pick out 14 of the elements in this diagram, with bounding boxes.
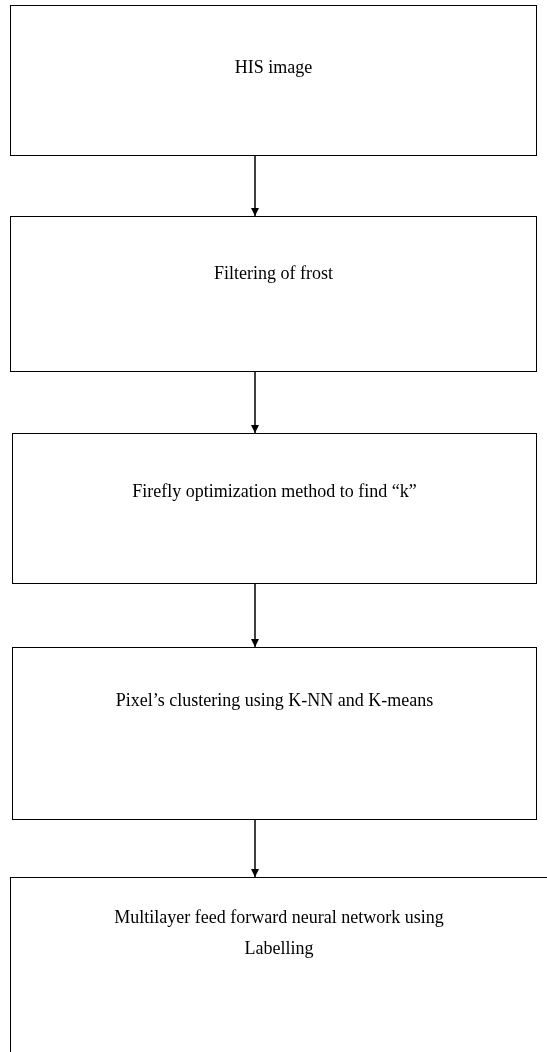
step-label: Multilayer feed forward neural network using Labelling	[113, 906, 445, 960]
arrow	[251, 371, 259, 434]
process-box	[10, 877, 547, 1052]
step-label: Firefly optimization method to find “k”	[132, 480, 417, 503]
process-box	[12, 433, 537, 584]
process-box	[12, 647, 537, 820]
process-box	[10, 216, 537, 372]
step-label: HIS image	[234, 56, 313, 79]
step-label: Filtering of frost	[214, 262, 333, 285]
step-label: Pixel’s clustering using K-NN and K-means	[115, 689, 434, 712]
process-box	[10, 5, 537, 156]
arrow	[251, 819, 259, 878]
arrow	[251, 155, 259, 217]
arrow	[251, 583, 259, 648]
